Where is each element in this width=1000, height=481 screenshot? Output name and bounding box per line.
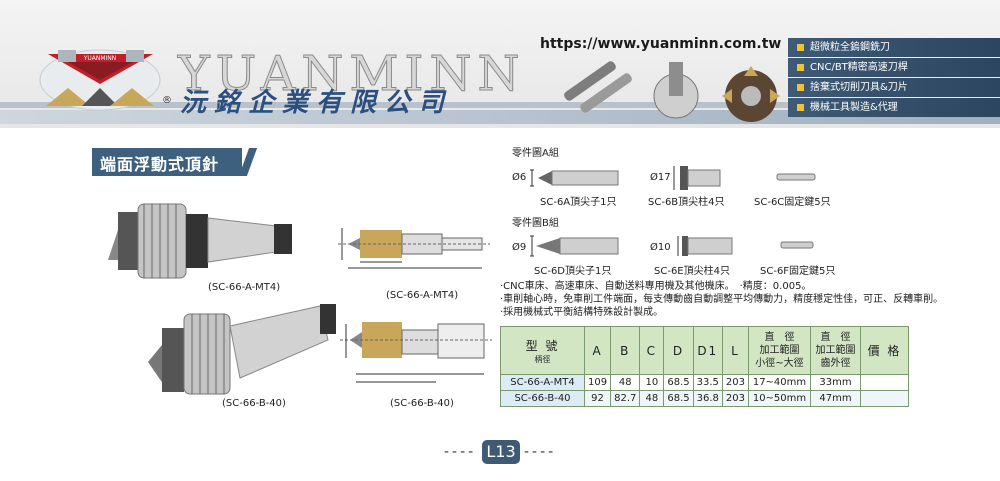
tool-holder-icon — [653, 62, 699, 119]
part-label: SC-6A頂尖子1只 — [540, 197, 617, 208]
header-range-2: 直 徑 加工範圍 齒外徑 — [809, 326, 861, 375]
end-mill-icon — [564, 61, 632, 113]
header-stripe — [0, 102, 1000, 108]
part-sc-6e-icon — [677, 236, 733, 256]
header-c: C — [639, 326, 665, 375]
header-range-2-l1: 直 徑 — [820, 332, 851, 343]
title-background — [92, 148, 242, 176]
part-label: SC-6E頂尖柱4只 — [654, 266, 730, 277]
feature-item: ‧CNC車床、高速車床、自動送料專用機及其他機床。 ‧精度：0.005。 — [500, 281, 812, 292]
cell-range-1: 17~40mm — [747, 374, 811, 391]
header-l: L — [721, 326, 749, 375]
header-tool-photos — [564, 61, 780, 122]
service-item: 捨棄式切削刀具&刀片 — [788, 78, 1000, 97]
cell-range-2: 47mm — [809, 390, 861, 407]
cell-l: 203 — [721, 390, 749, 407]
services-list: 超微粒全鎢鋼銑刀 CNC/BT精密高速刀桿 捨棄式切削刀具&刀片 機械工具製造&… — [788, 38, 1000, 118]
header-a: A — [583, 326, 612, 375]
registered-mark: ® — [162, 95, 172, 106]
website-url[interactable]: https://www.yuanminn.com.tw — [540, 36, 782, 52]
header-range-1: 直 徑 加工範圍 小徑~大徑 — [747, 326, 811, 375]
header-d: D — [663, 326, 694, 375]
part-sc-6f-icon — [780, 241, 814, 249]
part-label: SC-6D頂尖子1只 — [534, 266, 612, 277]
table-row: SC-66-B-40 92 82.7 48 68.5 36.8 203 10~5… — [500, 390, 909, 407]
logo-text: YUANMINN — [83, 55, 117, 62]
section-title: 端面浮動式頂針 — [92, 148, 260, 176]
service-item: 機械工具製造&代理 — [788, 98, 1000, 117]
company-name: 沅銘企業有限公司 — [180, 88, 453, 118]
features-list: ‧CNC車床、高速車床、自動送料專用機及其他機床。 ‧精度：0.005。 ‧車削… — [500, 280, 980, 319]
parts-group-a-label: 零件圖A組 — [512, 148, 559, 159]
part-label: SC-6B頂尖柱4只 — [648, 197, 725, 208]
product-photo-b — [148, 304, 336, 395]
cell-c: 10 — [639, 374, 665, 391]
cell-c: 48 — [639, 390, 665, 407]
header-range-2-l3: 齒外徑 — [820, 358, 851, 369]
table-row: SC-66-A-MT4 109 48 10 68.5 33.5 203 17~4… — [500, 374, 909, 391]
cell-a: 109 — [583, 374, 612, 391]
part-label: SC-6F固定鍵5只 — [760, 266, 836, 277]
technical-drawing-b — [340, 322, 492, 383]
cell-range-2: 33mm — [809, 374, 861, 391]
header-range-1-l1: 直 徑 — [764, 332, 795, 343]
photo-caption: (SC-66-B-40) — [222, 398, 286, 409]
drawing-caption: (SC-66-A-MT4) — [386, 290, 459, 301]
header-b: B — [610, 326, 641, 375]
cell-price — [859, 374, 909, 391]
brand-name: YUANMINN — [177, 46, 526, 103]
coil-ribs — [137, 203, 187, 279]
cell-b: 48 — [610, 374, 641, 391]
coil-ribs — [183, 313, 231, 395]
cell-b: 82.7 — [610, 390, 641, 407]
cell-d: 68.5 — [663, 390, 694, 407]
cell-model: SC-66-A-MT4 — [500, 374, 585, 391]
cell-model: SC-66-B-40 — [500, 390, 585, 407]
cell-d1: 36.8 — [692, 390, 723, 407]
section-title-text: 端面浮動式頂針 — [100, 155, 220, 174]
part-sc-6d-icon — [530, 235, 619, 257]
photo-caption: (SC-66-A-MT4) — [208, 282, 281, 293]
cell-l: 203 — [721, 374, 749, 391]
milling-cutter-icon — [722, 66, 780, 122]
footer-dash-left: ---- — [444, 444, 477, 460]
part-dimension: Ø17 — [650, 172, 671, 183]
part-dimension: Ø9 — [512, 242, 527, 253]
part-sc-6b-icon — [673, 166, 721, 190]
header-range-1-l2: 加工範圍 — [759, 345, 800, 356]
feature-item: ‧車削軸心時，免車削工件端面，每支傳動齒自動調整平均傳動力，精度穩定性佳，可正、… — [500, 294, 944, 305]
part-sc-6c-icon — [776, 173, 816, 181]
service-item: CNC/BT精密高速刀桿 — [788, 58, 1000, 77]
header-model-sub: 柄徑 — [534, 354, 551, 364]
cell-d1: 33.5 — [692, 374, 723, 391]
cell-a: 92 — [583, 390, 612, 407]
header-range-1-l3: 小徑~大徑 — [755, 358, 804, 369]
cell-price — [859, 390, 909, 407]
table-header-row: 型 號 柄徑 A B C D D1 L 直 徑 加工範圍 小徑~大徑 直 徑 加… — [500, 326, 909, 375]
header-model-label: 型 號 — [525, 338, 560, 353]
header-model: 型 號 柄徑 — [500, 326, 585, 375]
technical-drawing-a — [338, 228, 490, 269]
drawing-caption: (SC-66-B-40) — [390, 398, 454, 409]
header-price: 價 格 — [859, 326, 909, 375]
header-range-2-l2: 加工範圍 — [815, 345, 856, 356]
cell-d: 68.5 — [663, 374, 694, 391]
service-item: 超微粒全鎢鋼銑刀 — [788, 38, 1000, 57]
feature-item: ‧採用機械式平衡結構特殊設計製成。 — [500, 307, 664, 318]
company-logo-icon: YUANMINN — [39, 49, 161, 111]
header-d1: D1 — [692, 326, 723, 375]
part-dimension: Ø6 — [512, 172, 527, 183]
cell-range-1: 10~50mm — [747, 390, 811, 407]
product-photo-a — [108, 203, 292, 279]
part-label: SC-6C固定鍵5只 — [754, 197, 831, 208]
page-number: L13 — [482, 440, 520, 464]
parts-group-b-label: 零件圖B組 — [512, 218, 559, 229]
footer-dash-right: ---- — [524, 444, 557, 460]
spec-table: 型 號 柄徑 A B C D D1 L 直 徑 加工範圍 小徑~大徑 直 徑 加… — [500, 326, 909, 407]
part-sc-6a-icon — [530, 169, 619, 187]
part-dimension: Ø10 — [650, 242, 671, 253]
